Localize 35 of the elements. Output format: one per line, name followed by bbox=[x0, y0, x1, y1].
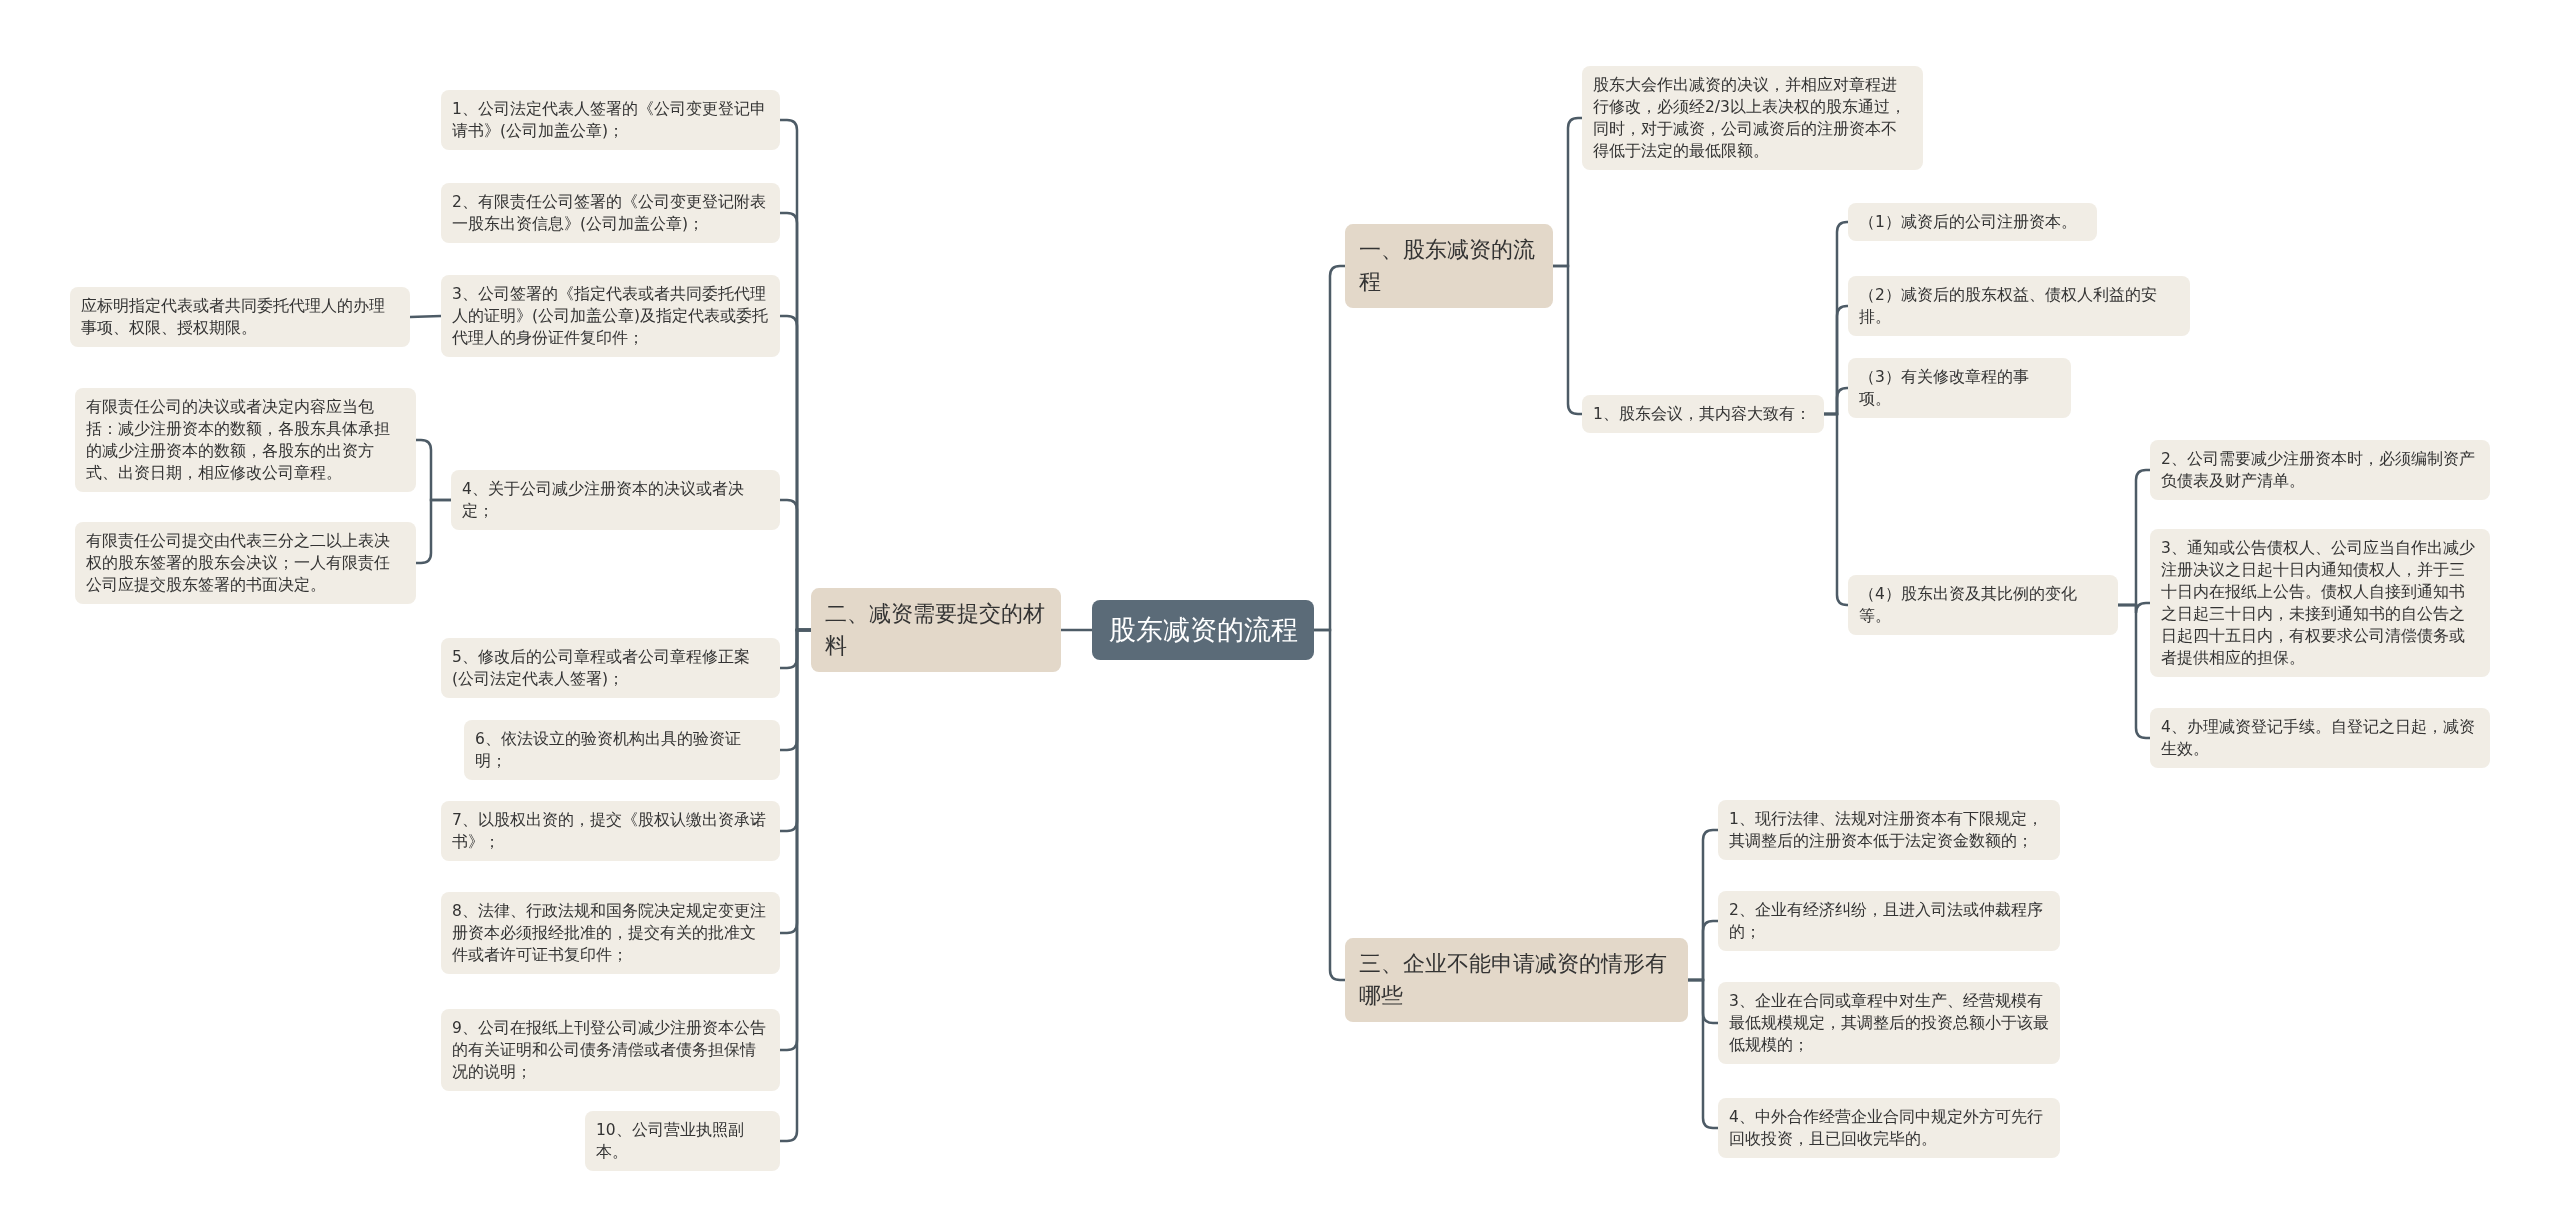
text-card: 2、有限责任公司签署的《公司变更登记附表一股东出资信息》(公司加盖公章)； bbox=[441, 183, 780, 243]
text-card: 3、通知或公告债权人、公司应当自作出减少注册决议之日起十日内通知债权人，并于三十日内在报纸上公告。债权人自接到通知书之日起三十日内，未接到通知书的自公告之日起四十五日内，有权要求公司清偿债务或者提供相应的担保。 bbox=[2150, 529, 2490, 677]
text-card: 3、企业在合同或章程中对生产、经营规模有最低规模规定，其调整后的投资总额小于该最低规模的； bbox=[1718, 982, 2060, 1064]
text-card: 9、公司在报纸上刊登公司减少注册资本公告的有关证明和公司债务清偿或者债务担保情况的说明； bbox=[441, 1009, 780, 1091]
text-card: 应标明指定代表或者共同委托代理人的办理事项、权限、授权期限。 bbox=[70, 287, 410, 347]
text-card: 1、公司法定代表人签署的《公司变更登记申请书》(公司加盖公章)； bbox=[441, 90, 780, 150]
connector-line bbox=[2118, 603, 2150, 740]
text-card: 股东大会作出减资的决议，并相应对章程进行修改，必须经2/3以上表决权的股东通过，同时，对于减资，公司减资后的注册资本不得低于法定的最低限额。 bbox=[1582, 66, 1923, 170]
text-card: （3）有关修改章程的事项。 bbox=[1848, 358, 2071, 418]
connector-line bbox=[1553, 264, 1582, 416]
text-card: 3、公司签署的《指定代表或者共同委托代理人的证明》(公司加盖公章)及指定代表或委托代理人的身份证件复印件； bbox=[441, 275, 780, 357]
text-card: 4、关于公司减少注册资本的决议或者决定； bbox=[451, 470, 780, 530]
topic-box: 一、股东减资的流程 bbox=[1345, 224, 1553, 308]
central-topic: 股东减资的流程 bbox=[1092, 600, 1314, 660]
text-card: 5、修改后的公司章程或者公司章程修正案(公司法定代表人签署)； bbox=[441, 638, 780, 698]
text-card: 2、企业有经济纠纷，且进入司法或仲裁程序的； bbox=[1718, 891, 2060, 951]
text-card: 8、法律、行政法规和国务院决定规定变更注册资本必须报经批准的，提交有关的批准文件或者许可证书复印件； bbox=[441, 892, 780, 974]
text-card: 2、公司需要减少注册资本时，必须编制资产负债表及财产清单。 bbox=[2150, 440, 2490, 500]
connector-line bbox=[1061, 628, 1092, 632]
text-card: （2）减资后的股东权益、债权人利益的安排。 bbox=[1848, 276, 2190, 336]
text-card: 10、公司营业执照副本。 bbox=[585, 1111, 780, 1171]
topic-box: 三、企业不能申请减资的情形有哪些 bbox=[1345, 938, 1688, 1022]
connector-line bbox=[1824, 412, 1849, 607]
text-card: （4）股东出资及其比例的变化等。 bbox=[1848, 575, 2118, 635]
text-card: 有限责任公司的决议或者决定内容应当包括：减少注册资本的数额，各股东具体承担的减少注册资本的数额，各股东的出资方式、出资日期，相应修改公司章程。 bbox=[75, 388, 416, 492]
text-card: 1、现行法律、法规对注册资本有下限规定，其调整后的注册资本低于法定资金数额的； bbox=[1718, 800, 2060, 860]
text-card: 6、依法设立的验资机构出具的验资证明； bbox=[464, 720, 780, 780]
text-card: 4、中外合作经营企业合同中规定外方可先行回收投资，且已回收完毕的。 bbox=[1718, 1098, 2060, 1158]
topic-box: 二、减资需要提交的材料 bbox=[811, 588, 1061, 672]
text-card: 1、股东会议，其内容大致有： bbox=[1582, 395, 1824, 433]
text-card: （1）减资后的公司注册资本。 bbox=[1848, 203, 2097, 241]
text-card: 4、办理减资登记手续。自登记之日起，减资生效。 bbox=[2150, 708, 2490, 768]
connector-line bbox=[409, 314, 442, 319]
text-card: 7、以股权出资的，提交《股权认缴出资承诺书》； bbox=[441, 801, 780, 861]
text-card: 有限责任公司提交由代表三分之二以上表决权的股东签署的股东会决议；一人有限责任公司应提交股东签署的书面决定。 bbox=[75, 522, 416, 604]
